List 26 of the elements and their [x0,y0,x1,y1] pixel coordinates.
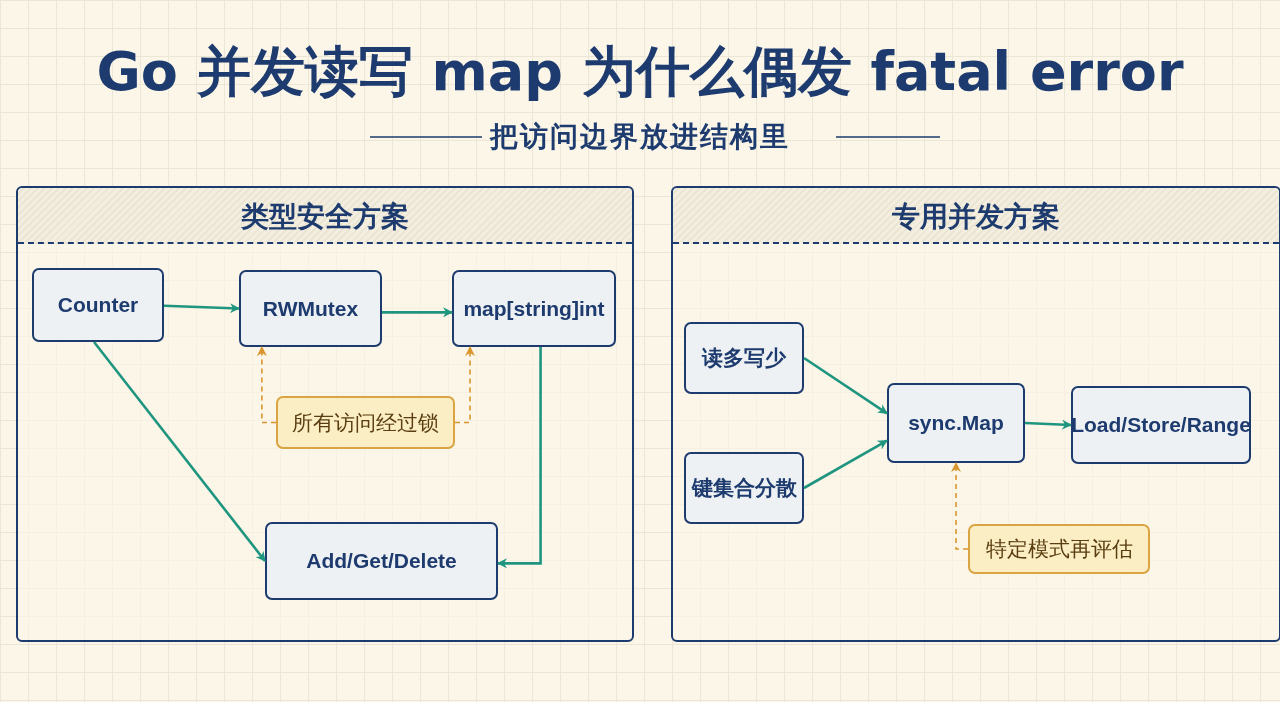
dashed-arrow [951,462,969,550]
process-box: RWMutex [239,270,382,347]
arrow [1024,419,1072,430]
process-box: map[string]int [452,270,616,347]
process-box: sync.Map [887,383,1025,463]
panel [671,186,1280,642]
arrow [163,303,240,314]
process-box: Counter [32,268,164,342]
arrow [803,356,888,415]
panel [16,186,634,642]
process-box: Load/Store/Range [1071,386,1251,464]
arrow [497,347,542,569]
subtitle: 把访问边界放进结构里 [490,120,790,153]
note-box: 所有访问经过锁 [276,396,455,449]
process-box: 读多写少 [684,322,804,394]
note-box: 特定模式再评估 [968,524,1150,574]
arrow [382,307,453,318]
dashed-arrow [454,346,476,424]
process-box: Add/Get/Delete [265,522,498,600]
arrow [803,439,888,490]
process-box: 键集合分散 [684,452,804,524]
dashed-arrow [256,346,277,424]
panel-title: 专用并发方案 [891,199,1061,235]
arrow [93,341,267,562]
title: Go 并发读写 map 为什么偶发 fatal error [95,39,1185,105]
panel-title: 类型安全方案 [240,199,410,235]
